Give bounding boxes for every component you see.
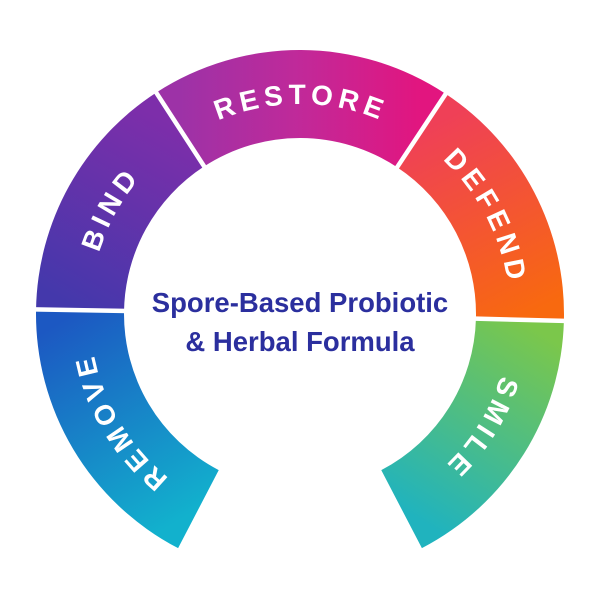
divider-line: [389, 84, 454, 177]
ring-segments: [35, 49, 565, 549]
segment-dividers: [26, 82, 574, 324]
segment-remove: [35, 309, 219, 549]
segment-restore: [156, 49, 446, 168]
divider-line: [465, 316, 574, 324]
center-text-line2: & Herbal Formula: [185, 326, 415, 357]
divider-line: [26, 306, 135, 314]
segment-smile: [381, 318, 564, 549]
segment-bind: [36, 92, 205, 311]
divider-line: [148, 82, 212, 177]
center-text-line1: Spore-Based Probiotic: [152, 287, 448, 318]
center-text: Spore-Based Probiotic & Herbal Formula: [152, 287, 448, 357]
segment-defend: [397, 93, 565, 321]
